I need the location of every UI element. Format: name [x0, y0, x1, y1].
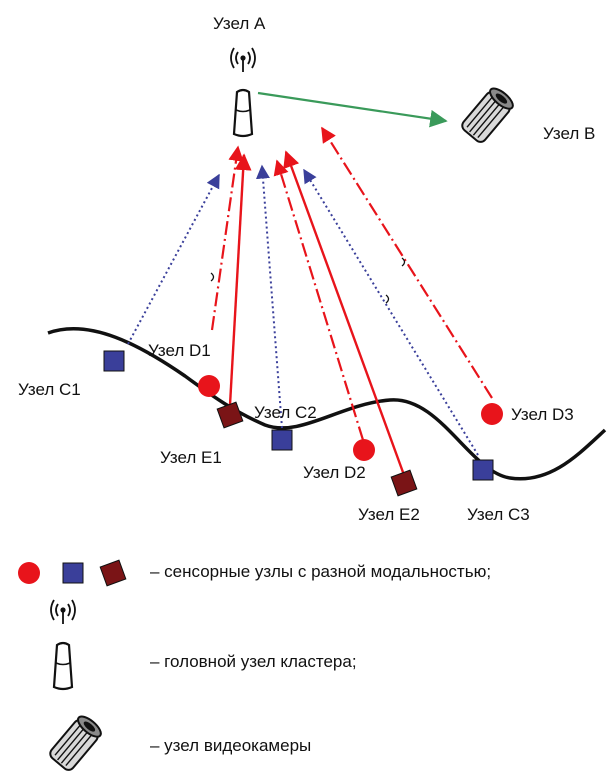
link-d3-to-a: [321, 126, 493, 399]
link-e2-to-a: [283, 150, 406, 476]
node-c1-marker: [103, 350, 125, 372]
link-d1-to-a: [210, 145, 244, 331]
link-break-mark: [210, 272, 215, 282]
node-d2-label: Узел D2: [303, 463, 366, 482]
node-b-camera-icon: [458, 84, 518, 146]
link-e1-to-a: [228, 153, 252, 406]
node-c2-label: Узел C2: [254, 403, 317, 422]
node-a-signal-icon: [230, 47, 256, 73]
link-break-mark: [401, 257, 406, 267]
legend-cluster-head-signal-icon: [50, 599, 76, 625]
node-d1-marker: [198, 375, 220, 397]
legend-camera-text: – узел видеокамеры: [150, 736, 312, 755]
node-d3-label: Узел D3: [511, 405, 574, 424]
node-c2-marker: [271, 429, 293, 451]
node-c1-label: Узел C1: [18, 380, 81, 399]
node-d1-label: Узел D1: [148, 341, 211, 360]
node-a-label: Узел A: [213, 14, 266, 33]
link-break-mark: [385, 294, 390, 304]
link-c3-to-a: [303, 168, 479, 456]
node-d2-marker: [353, 439, 375, 461]
terrain-line: [47, 327, 607, 481]
legend-cluster-head-antenna-icon: [52, 641, 74, 691]
legend-sensor-nodes-text: – сенсорные узлы с разной модальностью;: [150, 562, 492, 581]
node-d3-marker: [481, 403, 503, 425]
legend-blue-node-icon: [62, 562, 84, 584]
node-e2-label: Узел E2: [358, 505, 420, 524]
link-d2-to-a: [273, 159, 365, 441]
link-c2-to-a: [255, 164, 283, 429]
legend-maroon-node-icon: [99, 559, 127, 587]
node-e1-label: Узел E1: [160, 448, 222, 467]
link-a-to-b: [257, 91, 448, 128]
legend-camera-icon: [46, 712, 106, 774]
node-e1-marker: [216, 401, 244, 429]
node-c3-marker: [472, 459, 494, 481]
link-c1-to-a: [127, 173, 220, 345]
legend-cluster-head-text: – головной узел кластера;: [150, 652, 357, 671]
node-b-label: Узел B: [543, 124, 595, 143]
node-a-antenna-icon: [232, 88, 254, 138]
node-e2-marker: [390, 469, 418, 497]
legend-red-node-icon: [18, 562, 40, 584]
node-c3-label: Узел C3: [467, 505, 530, 524]
